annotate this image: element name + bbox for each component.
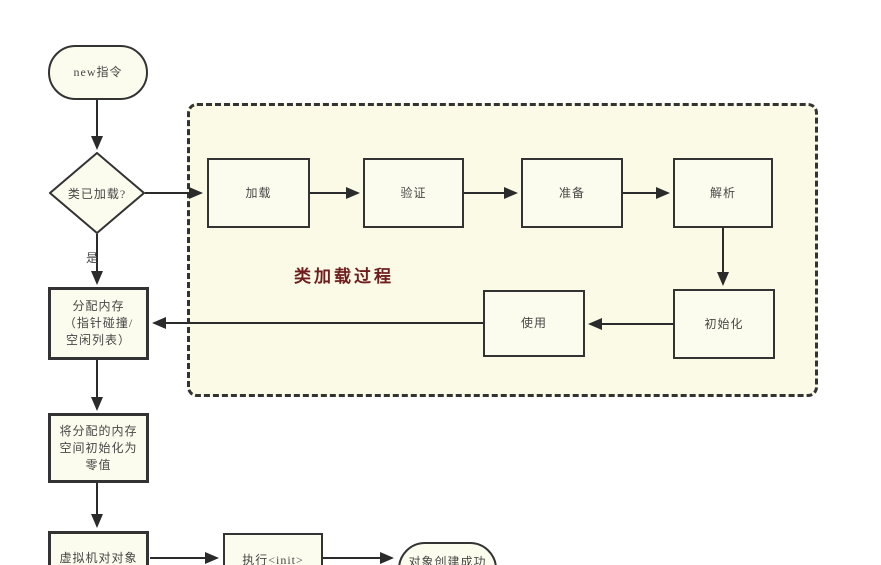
node-prepare: 准备 xyxy=(521,158,623,228)
node-load-label: 加载 xyxy=(245,185,272,200)
section-label: 类加载过程 xyxy=(294,267,394,286)
node-start-label: new指令 xyxy=(73,65,123,79)
node-start: new指令 xyxy=(48,45,148,100)
diamond-shape xyxy=(48,151,146,235)
node-allocate-memory: 分配内存 （指针碰撞/ 空闲列表） xyxy=(48,287,149,360)
node-vm-setup: 虚拟机对对象 xyxy=(48,531,149,565)
node-use-label: 使用 xyxy=(520,316,547,330)
node-success: 对象创建成功 xyxy=(398,542,497,565)
node-resolve-label: 解析 xyxy=(709,185,736,200)
node-decision-label: 类已加载? xyxy=(67,186,127,201)
node-resolve: 解析 xyxy=(673,158,773,228)
node-verify: 验证 xyxy=(363,158,464,228)
node-initialize: 初始化 xyxy=(673,289,775,359)
node-prepare-label: 准备 xyxy=(558,185,585,200)
node-use: 使用 xyxy=(483,290,585,357)
node-decision: 类已加载? xyxy=(48,151,146,235)
node-initialize-label: 初始化 xyxy=(704,316,744,331)
node-verify-label: 验证 xyxy=(400,185,427,200)
branch-yes-label: 是 xyxy=(86,251,99,265)
node-zero-init: 将分配的内存 空间初始化为 零值 xyxy=(48,413,149,483)
node-exec-init: 执行<init> xyxy=(223,533,323,565)
node-load: 加载 xyxy=(207,158,310,228)
